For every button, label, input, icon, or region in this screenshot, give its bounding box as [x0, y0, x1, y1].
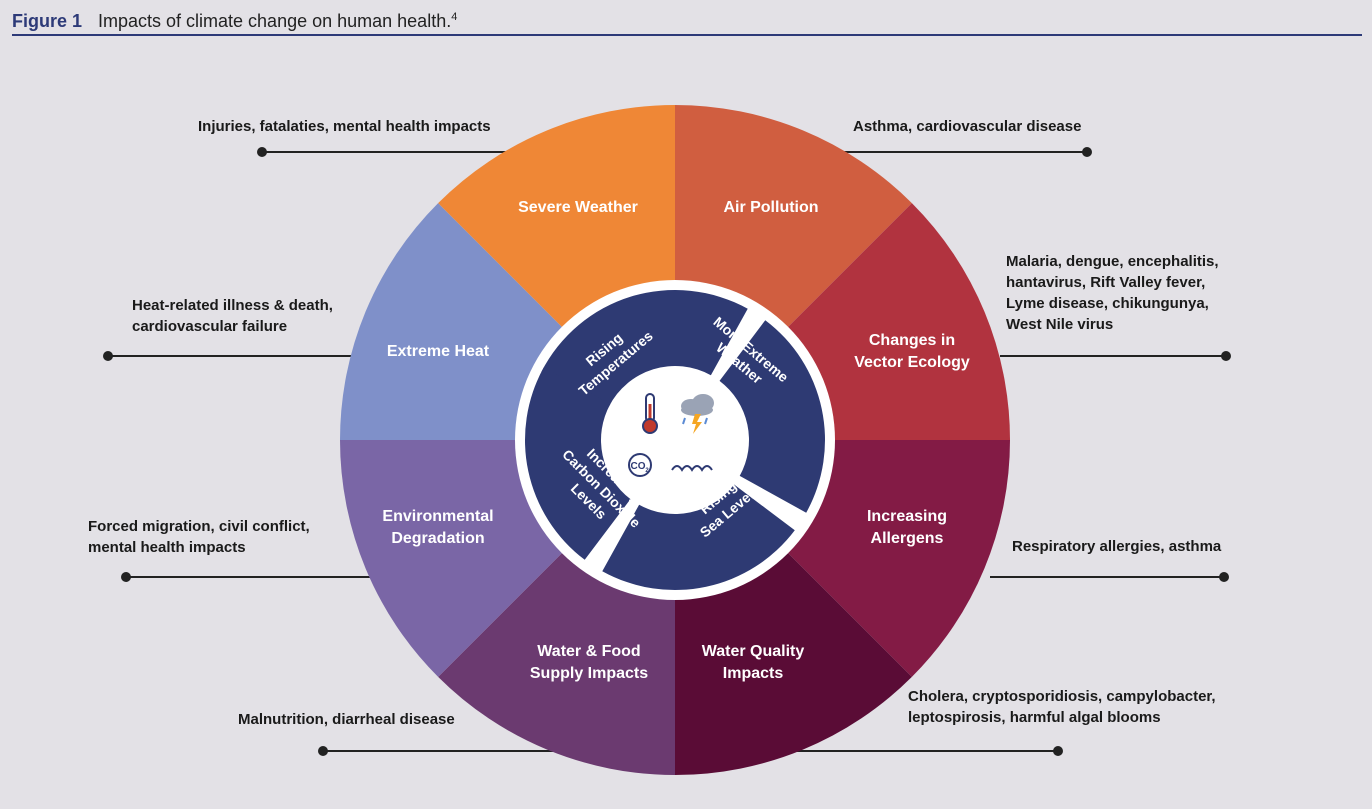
caption-citation: 4: [451, 11, 458, 23]
impact-label-extreme-heat: Heat-related illness & death, cardiovascu…: [132, 295, 333, 337]
thermometer-icon: [642, 393, 658, 434]
impact-label-vector-ecology: Malaria, dengue, encephalitis, hantavirus…: [1006, 251, 1219, 335]
impact-label-line: Malnutrition, diarrheal disease: [238, 711, 455, 728]
leader-dot-extreme-heat: [103, 351, 113, 361]
waves-icon: [671, 465, 713, 472]
leader-lines: [103, 147, 1231, 756]
center-hub: [607, 372, 743, 508]
storm-cloud-icon: [681, 394, 714, 434]
impact-label-line: Injuries, fatalaties, mental health impa…: [198, 118, 491, 135]
impact-label-line: Respiratory allergies, asthma: [1012, 538, 1222, 555]
leader-dot-water-food: [318, 746, 328, 756]
caption-text: Impacts of climate change on human healt…: [98, 11, 452, 31]
driver-segment-more-extreme-weather: [719, 320, 825, 513]
impact-label-line: hantavirus, Rift Valley fever,: [1006, 274, 1206, 291]
co2-symbol: CO: [631, 461, 646, 472]
leader-dot-environmental: [121, 572, 131, 582]
figure-caption: Impacts of climate change on human healt…: [98, 11, 457, 32]
impact-label-line: Malaria, dengue, encephalitis,: [1006, 253, 1219, 270]
leader-dot-severe-weather: [257, 147, 267, 157]
leader-dot-vector-ecology: [1221, 351, 1231, 361]
figure-header: Figure 1 Impacts of climate change on hu…: [12, 6, 1362, 36]
impact-label-water-food: Malnutrition, diarrheal disease: [238, 709, 455, 730]
co2-icon: CO 2: [628, 453, 652, 477]
driver-segment-increasing-co2: [525, 367, 631, 560]
inner-ring: [525, 289, 825, 590]
driver-segment-rising-sea-levels: [602, 484, 795, 590]
impact-label-line: Lyme disease, chikungunya,: [1006, 295, 1209, 312]
figure-label: Figure 1: [12, 11, 83, 31]
impact-label-line: West Nile virus: [1006, 316, 1114, 333]
impact-label-line: Heat-related illness & death,: [132, 297, 333, 314]
impact-label-line: leptospirosis, harmful algal blooms: [908, 709, 1161, 726]
impact-label-severe-weather: Injuries, fatalaties, mental health impa…: [198, 116, 491, 137]
impact-label-water-quality: Cholera, cryptosporidiosis, campylobacte…: [908, 686, 1216, 728]
impact-label-air-pollution: Asthma, cardiovascular disease: [853, 116, 1081, 137]
impact-label-line: mental health impacts: [88, 539, 246, 556]
leader-dot-allergens: [1219, 572, 1229, 582]
co2-subscript: 2: [645, 468, 649, 474]
leader-dot-water-quality: [1053, 746, 1063, 756]
impact-label-line: Forced migration, civil conflict,: [88, 518, 310, 535]
leader-dot-air-pollution: [1082, 147, 1092, 157]
impact-label-line: cardiovascular failure: [132, 318, 288, 335]
impact-label-line: Asthma, cardiovascular disease: [853, 118, 1082, 135]
impact-label-allergens: Respiratory allergies, asthma: [1012, 536, 1221, 557]
driver-segment-rising-temperatures: [541, 289, 748, 407]
impact-label-environmental: Forced migration, civil conflict, mental …: [88, 516, 310, 558]
impact-label-line: Cholera, cryptosporidiosis, campylobacte…: [908, 688, 1216, 705]
